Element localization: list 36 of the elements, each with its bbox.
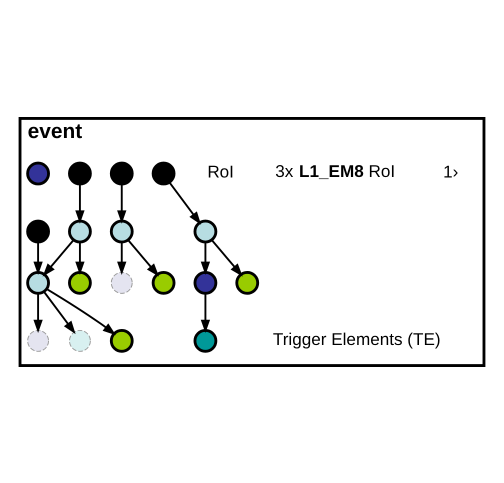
- arrow: [168, 181, 202, 224]
- node-circle: [69, 329, 91, 352]
- node-circle: [26, 219, 50, 243]
- node-circle: [68, 270, 92, 294]
- node-circle: [26, 270, 50, 294]
- label: RoI: [207, 162, 234, 182]
- node-circle: [110, 328, 134, 352]
- arrow: [128, 239, 160, 276]
- arrow: [42, 239, 74, 276]
- arrow: [75, 242, 85, 274]
- node-circle: [110, 271, 133, 294]
- arrow: [200, 242, 210, 274]
- arrow: [33, 292, 43, 333]
- node-circle: [194, 270, 218, 294]
- arrow: [46, 288, 116, 335]
- node-circle: [194, 328, 218, 352]
- node-circle: [152, 161, 176, 185]
- node-circle: [235, 270, 260, 294]
- arrow: [43, 290, 76, 334]
- label: 1›: [443, 162, 458, 182]
- arrow: [211, 239, 243, 276]
- node-circle: [26, 161, 50, 185]
- node-circle: [152, 270, 176, 294]
- label: Trigger Elements (TE): [272, 330, 441, 349]
- label: 3x L1_EM8 RoI: [275, 161, 396, 180]
- node-circle: [194, 219, 218, 243]
- node-circle: [68, 219, 92, 243]
- node-circle: [110, 161, 134, 185]
- arrow: [33, 242, 43, 274]
- arrow: [75, 184, 85, 224]
- node-circle: [68, 161, 92, 185]
- arrow: [200, 292, 210, 333]
- node-circle: [27, 329, 50, 352]
- arrow: [117, 242, 126, 274]
- arrow: [117, 184, 126, 224]
- node-circle: [110, 219, 134, 243]
